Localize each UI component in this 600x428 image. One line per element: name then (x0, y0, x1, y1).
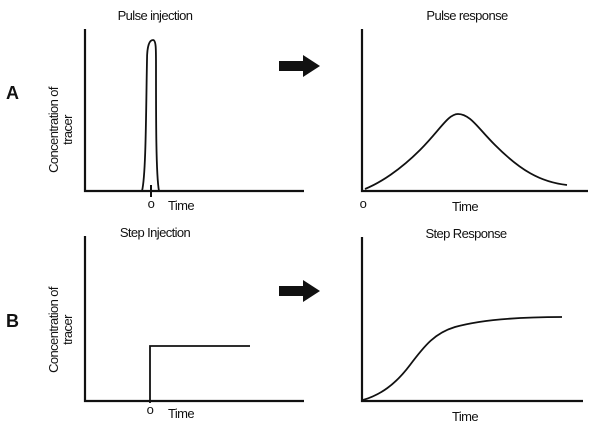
step-injection-curve (149, 345, 250, 403)
x-axis-label: Time (452, 409, 478, 424)
y-axis-label-b-line1: Concentration of (46, 286, 61, 373)
origin-label: o (148, 196, 155, 211)
step-injection-title: Step Injection (120, 225, 191, 240)
step-response-curve (362, 316, 563, 401)
pulse-injection-axes (83, 29, 304, 193)
y-axis-label-a-line2: tracer (60, 114, 75, 145)
pulse-injection-title: Pulse injection (118, 8, 193, 23)
step-response-axes (360, 237, 583, 403)
pulse-response-axes (360, 29, 588, 193)
pulse-response-title: Pulse response (426, 8, 508, 23)
pulse-injection-curve (141, 39, 160, 192)
x-axis-label: Time (452, 199, 478, 214)
row-label-a: A (6, 83, 19, 103)
x-axis-label: Time (168, 406, 194, 421)
y-axis-label-b-line2: tracer (60, 314, 75, 345)
arrow-right-icon (279, 280, 320, 302)
pulse-response-curve (364, 113, 568, 190)
arrow-right-icon (279, 55, 320, 77)
step-response-title: Step Response (425, 226, 506, 241)
step-injection-axes (83, 236, 304, 403)
origin-label: o (147, 402, 154, 417)
y-axis-label-a-line1: Concentration of (46, 86, 61, 173)
origin-label: o (360, 196, 367, 211)
x-axis-label: Time (168, 198, 194, 213)
row-label-b: B (6, 311, 19, 331)
